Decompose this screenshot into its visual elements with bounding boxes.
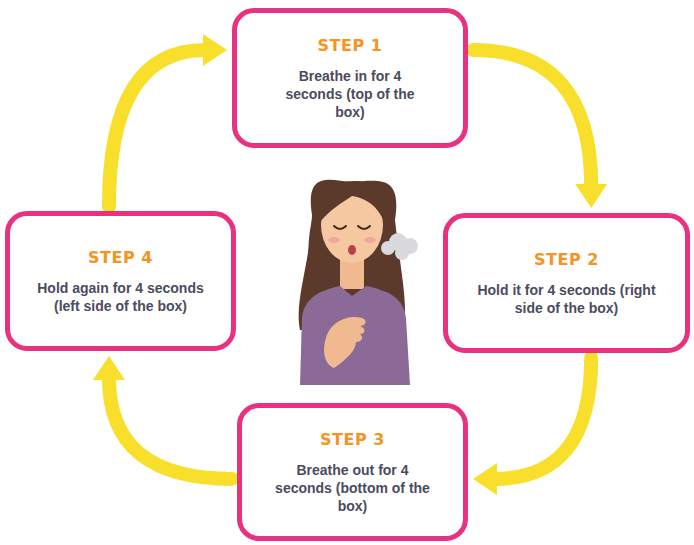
blush (364, 237, 376, 243)
arrow-shaft (109, 378, 232, 479)
cycle-arrow (473, 358, 591, 495)
arrow-head (93, 356, 125, 380)
step-text: Hold again for 4 seconds (left side of t… (36, 279, 206, 315)
step-box: STEP 4 Hold again for 4 seconds (left sid… (5, 211, 236, 351)
step-box: STEP 2 Hold it for 4 seconds (right side … (443, 213, 690, 353)
step-box: STEP 1 Breathe in for 4 seconds (top of t… (232, 8, 468, 148)
blush (328, 237, 340, 243)
arrow-head (473, 463, 497, 495)
mouth (348, 245, 356, 255)
arrow-head (575, 184, 607, 208)
step-heading: STEP 4 (88, 248, 153, 267)
step-box: STEP 3 Breathe out for 4 seconds (bottom … (237, 403, 468, 541)
eye (334, 226, 346, 229)
cycle-arrow (473, 50, 607, 208)
hair-side (308, 212, 326, 292)
arrow-shaft (473, 50, 591, 186)
eye (358, 226, 370, 229)
step-heading: STEP 3 (320, 430, 385, 449)
arrow-shaft (109, 50, 205, 206)
step-heading: STEP 2 (534, 250, 599, 269)
cycle-arrow (93, 356, 232, 479)
breath-puff (381, 233, 418, 260)
step-heading: STEP 1 (318, 36, 383, 55)
arrow-shaft (495, 358, 591, 479)
hair-bangs (320, 181, 385, 222)
hand (324, 317, 366, 368)
step-text: Breathe in for 4 seconds (top of the box… (275, 67, 425, 121)
arrow-head (203, 34, 227, 66)
shirt (300, 286, 410, 385)
hair-side (380, 212, 398, 292)
step-text: Hold it for 4 seconds (right side of the… (462, 281, 671, 317)
cycle-arrow (109, 34, 227, 206)
step-text: Breathe out for 4 seconds (bottom of the… (273, 461, 433, 515)
